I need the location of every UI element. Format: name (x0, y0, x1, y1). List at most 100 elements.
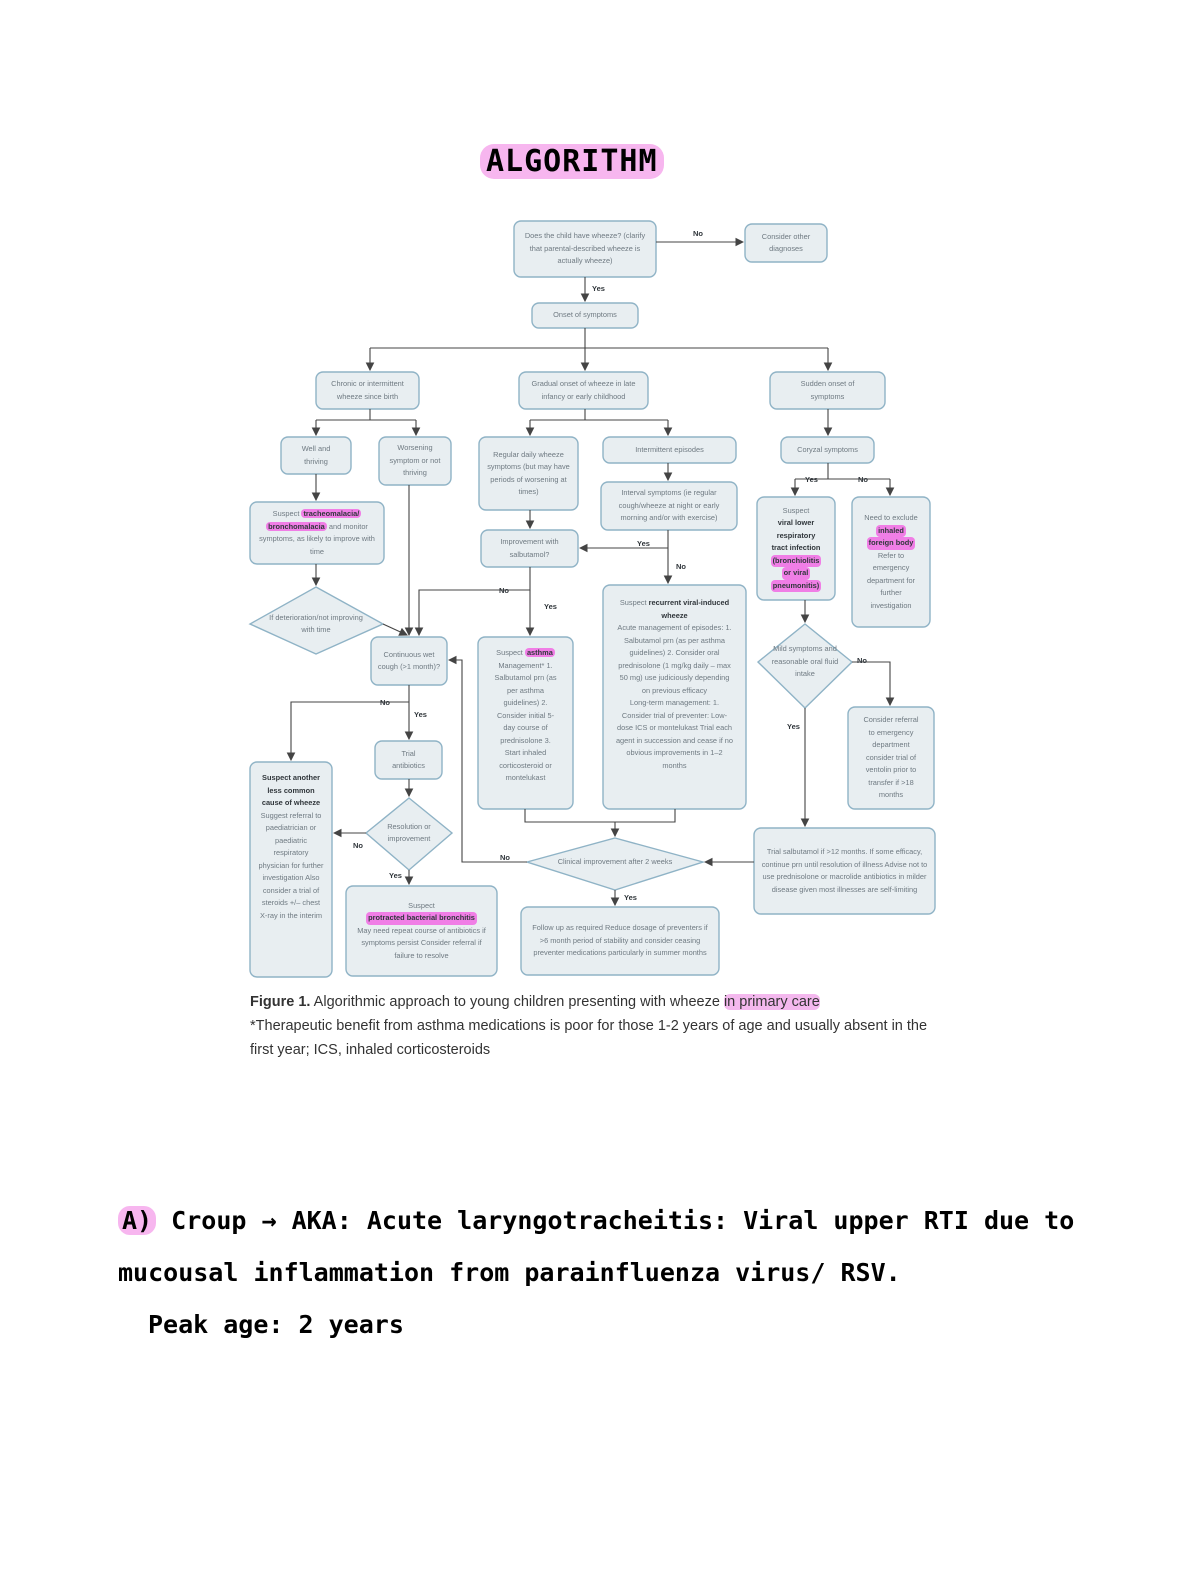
tm-highlight-1: tracheomalacia/ (301, 509, 362, 518)
vlrti-highlight-2: or viral (781, 567, 811, 580)
text-coryzal: Coryzal symptoms (797, 444, 858, 454)
fb-highlight-1: inhaled (876, 524, 906, 537)
box-regular (478, 436, 579, 511)
caption-text: Algorithmic approach to young children p… (313, 994, 720, 1010)
box-foreign-body (851, 496, 931, 628)
pbb-highlight: protracted bacterial bronchitis (366, 912, 477, 925)
edge-label-no: No (693, 229, 703, 238)
text-chronic: Chronic or intermittent wheeze since bir… (331, 379, 404, 401)
edge-label-yes: Yes (544, 602, 557, 611)
text-mild-symptoms: Mild symptoms and reasonable oral fluid … (771, 644, 839, 679)
box-pbb (345, 885, 498, 977)
edge-label-yes: Yes (637, 539, 650, 548)
diamond-deterioration (248, 586, 385, 655)
vlrti-line-3: respiratory (776, 530, 816, 540)
box-interval (600, 481, 738, 531)
box-worsening (378, 436, 452, 486)
text-asthma: Suspect asthma Management* 1. Salbutamol… (478, 647, 573, 799)
text-gradual: Gradual onset of wheeze in late infancy … (531, 379, 636, 401)
text-viral-lrti: Suspect viral lower respiratory tract in… (757, 497, 835, 600)
box-other-diagnoses (744, 223, 828, 263)
edge-label-yes: Yes (787, 722, 800, 731)
text-salbutamol-trial: Trial salbutamol if >12 months. If some … (761, 847, 928, 894)
other-cause-bold: Suspect another less common cause of whe… (261, 773, 321, 807)
text-improve-salbutamol: Improvement with salbutamol? (500, 537, 559, 559)
edge-label-no: No (353, 841, 363, 850)
text-regular: Regular daily wheeze symptoms (but may h… (487, 449, 570, 497)
text-sudden: Sudden onset of symptoms (800, 379, 855, 401)
edge-label-yes: Yes (592, 284, 605, 293)
caption-line-1: Figure 1. Algorithmic approach to young … (250, 990, 950, 1014)
text-deterioration: If deterioration/not improving with time (269, 612, 363, 635)
edge-label-no: No (857, 656, 867, 665)
text-well: Well and thriving (301, 444, 331, 466)
text-viral-wheeze: Suspect recurrent viral-induced wheeze A… (603, 597, 746, 797)
edge-label-no: No (676, 562, 686, 571)
box-intermittent (602, 436, 737, 464)
text-other-diagnoses: Consider other diagnoses (761, 231, 811, 254)
fb-highlight-2: foreign body (866, 537, 916, 550)
notes-line-1: A) Croup → AKA: Acute laryngotracheitis:… (118, 1195, 1178, 1247)
text-interval: Interval symptoms (ie regular cough/whee… (618, 488, 720, 523)
other-cause-body: Suggest referral to paediatrician or pae… (258, 810, 324, 920)
text-intermittent: Intermittent episodes (635, 444, 704, 454)
edge-label-yes: Yes (805, 475, 818, 484)
viral-acute-management: Acute management of episodes: 1. Salbuta… (617, 623, 732, 695)
flowchart (248, 220, 936, 978)
text-foreign-body: Need to exclude inhaled foreign body Ref… (852, 497, 930, 627)
vlrti-line-1: Suspect (782, 505, 810, 515)
caption-highlight: in primary care (723, 994, 820, 1010)
box-er-referral (847, 706, 935, 810)
vlrti-line-2: viral lower (777, 518, 815, 528)
figure-caption: Figure 1. Algorithmic approach to young … (250, 990, 950, 1062)
fb-prefix: Need to exclude (864, 513, 918, 522)
page-title: ALGORITHM (480, 140, 664, 184)
text-followup: Follow up as required Reduce dosage of p… (532, 923, 708, 958)
notes-label: A) (118, 1206, 157, 1235)
notes-line-2: mucousal inflammation from parainfluenza… (118, 1258, 901, 1287)
text-pbb: Suspect protracted bacterial bronchitis … (346, 894, 497, 968)
edge-label-yes: Yes (624, 893, 637, 902)
vlrti-line-4: tract infection (771, 543, 821, 553)
asthma-highlight: asthma (524, 648, 555, 657)
text-other-cause: Suspect another less common cause of whe… (250, 772, 332, 967)
viral-long-term-management: Long-term management: 1. Consider trial … (615, 698, 734, 770)
title-highlight: ALGORITHM (480, 144, 664, 179)
vlrti-highlight-3: pneumonitis) (770, 579, 822, 593)
text-er-referral: Consider referral to emergency departmen… (863, 715, 919, 800)
edge-label-yes: Yes (414, 710, 427, 719)
viral-prefix: Suspect (619, 598, 647, 607)
edge-label-yes: Yes (389, 871, 402, 880)
edge-label-no: No (858, 475, 868, 484)
pbb-suffix: May need repeat course of antibiotics if… (357, 925, 486, 960)
text-trial-antibiotics: Trial antibiotics (392, 748, 425, 771)
tm-suffix: and monitor symptoms, as likely to impro… (259, 521, 375, 556)
edge-label-no: No (380, 698, 390, 707)
notes-line-3: Peak age: 2 years (148, 1310, 404, 1339)
fb-suffix: Refer to emergency department for furthe… (866, 550, 916, 610)
box-viral-lrti (756, 496, 836, 601)
text-wheeze-question: Does the child have wheeze? (clarify tha… (524, 231, 646, 266)
asthma-management: Management* 1. Salbutamol prn (as per as… (494, 660, 557, 783)
viral-bold: recurrent viral-induced wheeze (648, 598, 730, 620)
text-wet-cough: Continuous wet cough (>1 month)? (377, 649, 441, 672)
text-tracheomalacia: Suspect tracheomalacia/ bronchomalacia a… (250, 502, 384, 564)
box-other-cause (249, 761, 333, 978)
pbb-prefix: Suspect (408, 900, 435, 910)
vlrti-highlight-1: (bronchiolitis (770, 554, 822, 568)
text-resolution: Resolution or improvement (387, 821, 431, 844)
edge-label-no: No (500, 853, 510, 862)
notes-line-1-text: Croup → AKA: Acute laryngotracheitis: Vi… (171, 1206, 1075, 1235)
box-followup (520, 906, 720, 976)
text-onset: Onset of symptoms (553, 310, 617, 320)
text-clinical-improvement: Clinical improvement after 2 weeks (557, 856, 673, 866)
box-chronic (315, 371, 420, 410)
tm-prefix: Suspect (272, 509, 300, 518)
edge-label-no: No (499, 586, 509, 595)
caption-figure-label: Figure 1. (250, 994, 311, 1010)
box-gradual (518, 371, 649, 410)
box-salbutamol-trial (753, 827, 936, 915)
handwritten-notes: A) Croup → AKA: Acute laryngotracheitis:… (118, 1195, 1178, 1351)
asthma-prefix: Suspect (496, 648, 523, 657)
text-worsening: Worsening symptom or not thriving (389, 443, 441, 478)
